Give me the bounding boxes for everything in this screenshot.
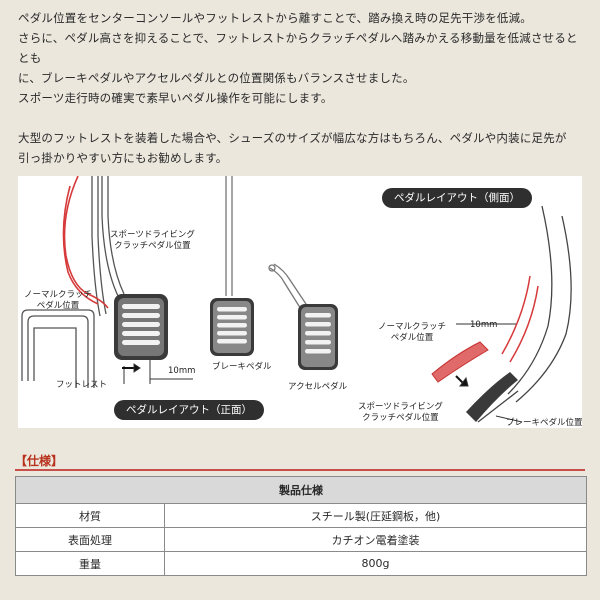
brake-pad (210, 298, 254, 356)
table-row: 重量 800g (15, 551, 587, 576)
label-line: ペダル位置 (36, 301, 80, 311)
brake-front-label: ブレーキペダル (212, 362, 272, 372)
spec-value: スチール製(圧延鋼板，他) (164, 503, 587, 528)
side-view-normal-outline (501, 275, 539, 363)
side-layout-title: ペダルレイアウト（側面） (382, 188, 532, 208)
intro-text: ペダル位置をセンターコンソールやフットレストから離すことで、踏み換え時の足先干渉… (18, 8, 588, 168)
sports-clutch-arm (101, 176, 125, 297)
side-brake-leader (495, 415, 523, 423)
intro-line: スポーツ走行時の確実で素早いペダル操作を可能にします。 (18, 91, 333, 105)
label-line: クラッチペダル位置 (114, 241, 191, 251)
intro-line: ペダル位置をセンターコンソールやフットレストから離すことで、踏み換え時の足先干渉… (18, 11, 532, 25)
side-view-sports-pad (466, 372, 518, 422)
normal-clutch-side-label: ノーマルクラッチ ペダル位置 (378, 322, 446, 344)
spec-table: 製品仕様 材質 スチール製(圧延鋼板，他) 表面処理 カチオン電着塗装 重量 8… (15, 476, 587, 576)
sports-clutch-side-label: スポーツドライビング クラッチペダル位置 (358, 402, 443, 424)
intro-line: 大型のフットレストを装着した場合や、シューズのサイズが幅広な方はもちろん、ペダル… (18, 131, 567, 145)
side-view-normal-pad (431, 341, 489, 383)
footrest-graphic (21, 309, 95, 388)
dimension-front-label: 10mm (168, 366, 196, 376)
spec-divider (15, 469, 585, 471)
spec-label: 材質 (15, 503, 165, 528)
label-line: クラッチペダル位置 (362, 413, 439, 423)
accelerator-front-label: アクセルペダル (288, 382, 348, 392)
side-view-pedal (477, 205, 572, 423)
spec-value: カチオン電着塗装 (164, 527, 587, 552)
spec-label: 表面処理 (15, 527, 165, 552)
label-line: ペダル位置 (390, 333, 434, 343)
dimension-side-label: 10mm (470, 320, 498, 330)
spec-value: 800g (164, 551, 587, 576)
dimension-side (455, 323, 516, 387)
accelerator-arm (268, 263, 311, 315)
spec-table-title: 製品仕様 (15, 476, 587, 504)
brake-side-label: ブレーキペダル位置 (506, 418, 582, 428)
table-row: 表面処理 カチオン電着塗装 (15, 527, 587, 552)
label-line: ノーマルクラッチ (378, 322, 447, 332)
normal-clutch-front-label: ノーマルクラッチ ペダル位置 (24, 290, 92, 312)
front-layout-title: ペダルレイアウト（正面） (114, 400, 264, 420)
normal-clutch-arm (91, 176, 107, 317)
sports-clutch-pad (114, 294, 168, 360)
brake-arm (225, 176, 233, 296)
footrest-label: フットレスト (56, 380, 108, 390)
label-line: スポーツドライビング (358, 402, 443, 412)
spec-heading: 【仕様】 (15, 454, 64, 468)
intro-line: さらに、ペダル高さを抑えることで、フットレストからクラッチペダルへ踏みかえる移動… (18, 31, 578, 65)
pedal-diagram-graphic (21, 176, 572, 423)
normal-clutch-outline (62, 176, 109, 309)
table-row: 材質 スチール製(圧延鋼板，他) (15, 503, 587, 528)
accelerator-pad (298, 304, 338, 370)
label-line: ノーマルクラッチ (24, 290, 93, 300)
spec-table-header-row: 製品仕様 (15, 476, 587, 504)
dimension-front (122, 360, 193, 384)
intro-line: 引っ掛かりやすい方にもお勧めします。 (18, 151, 228, 165)
sports-clutch-front-label: スポーツドライビング クラッチペダル位置 (110, 230, 195, 252)
pedal-layout-figure: スポーツドライビング クラッチペダル位置 ノーマルクラッチ ペダル位置 フットレ… (18, 176, 582, 428)
intro-line: に、ブレーキペダルやアクセルペダルとの位置関係もバランスさせました。 (18, 71, 415, 85)
label-line: スポーツドライビング (110, 230, 195, 240)
spec-label: 重量 (15, 551, 165, 576)
